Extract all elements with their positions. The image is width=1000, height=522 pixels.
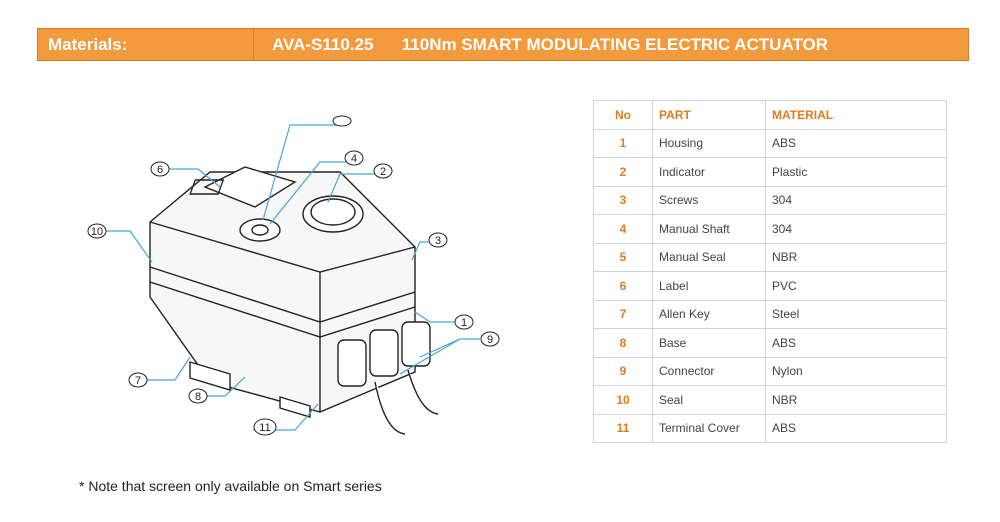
table-row: 8 Base ABS xyxy=(593,328,947,358)
leader-1 xyxy=(414,311,455,323)
row-no: 10 xyxy=(593,385,653,415)
leader-7 xyxy=(145,356,191,381)
row-no: 3 xyxy=(593,185,653,215)
leader-2 xyxy=(327,173,375,203)
table-header-row: No PART MATERIAL xyxy=(593,100,947,130)
row-part: Housing xyxy=(652,128,766,158)
actuator-drawing: 6 4 2 3 10 1 9 7 8 11 xyxy=(87,115,500,436)
row-material: ABS xyxy=(765,413,947,443)
table-row: 3 Screws 304 xyxy=(593,185,947,215)
callout-3: 3 xyxy=(435,235,441,247)
col-no: No xyxy=(593,100,653,130)
col-part: PART xyxy=(652,100,766,130)
table-row: 9 Connector Nylon xyxy=(593,356,947,386)
row-material: PVC xyxy=(765,271,947,301)
leader-5 xyxy=(262,124,340,221)
row-material: Plastic xyxy=(765,157,947,187)
row-part: Allen Key xyxy=(652,299,766,329)
table-row: 1 Housing ABS xyxy=(593,128,947,158)
materials-table: No PART MATERIAL 1 Housing ABS 2 Indicat… xyxy=(593,100,947,443)
row-part: Indicator xyxy=(652,157,766,187)
leader-6 xyxy=(165,168,221,188)
header-label: Materials: xyxy=(38,29,254,60)
row-material: ABS xyxy=(765,328,947,358)
leader-10 xyxy=(106,230,153,263)
table-row: 10 Seal NBR xyxy=(593,385,947,415)
materials-header: Materials: AVA-S110.25 110Nm SMART MODUL… xyxy=(37,28,969,61)
leader-3 xyxy=(411,241,430,261)
row-part: Screws xyxy=(652,185,766,215)
row-part: Terminal Cover xyxy=(652,413,766,443)
callout-6: 6 xyxy=(157,164,163,176)
table-row: 4 Manual Shaft 304 xyxy=(593,214,947,244)
table-row: 5 Manual Seal NBR xyxy=(593,242,947,272)
row-material: NBR xyxy=(765,242,947,272)
row-part: Connector xyxy=(652,356,766,386)
row-no: 7 xyxy=(593,299,653,329)
footnote: * Note that screen only available on Sma… xyxy=(79,478,382,494)
row-no: 4 xyxy=(593,214,653,244)
leader-4 xyxy=(269,161,354,225)
callout-10: 10 xyxy=(91,226,103,238)
callout-2: 2 xyxy=(380,166,386,178)
row-material: Steel xyxy=(765,299,947,329)
leader-9 xyxy=(399,338,480,375)
row-part: Base xyxy=(652,328,766,358)
table-row: 11 Terminal Cover ABS xyxy=(593,413,947,443)
row-part: Manual Seal xyxy=(652,242,766,272)
row-no: 2 xyxy=(593,157,653,187)
row-no: 6 xyxy=(593,271,653,301)
row-no: 1 xyxy=(593,128,653,158)
table-row: 2 Indicator Plastic xyxy=(593,157,947,187)
row-part: Label xyxy=(652,271,766,301)
header-title: AVA-S110.25 110Nm SMART MODULATING ELECT… xyxy=(272,35,829,54)
row-no: 9 xyxy=(593,356,653,386)
row-material: 304 xyxy=(765,185,947,215)
row-part: Manual Shaft xyxy=(652,214,766,244)
row-material: NBR xyxy=(765,385,947,415)
table-row: 7 Allen Key Steel xyxy=(593,299,947,329)
col-material: MATERIAL xyxy=(765,100,947,130)
callout-4: 4 xyxy=(351,153,357,165)
table-row: 6 Label PVC xyxy=(593,271,947,301)
row-part: Seal xyxy=(652,385,766,415)
callout-9: 9 xyxy=(487,334,493,346)
callout-8: 8 xyxy=(195,391,201,403)
callout-7: 7 xyxy=(135,375,141,387)
row-material: Nylon xyxy=(765,356,947,386)
row-material: 304 xyxy=(765,214,947,244)
row-material: ABS xyxy=(765,128,947,158)
callout-11: 11 xyxy=(259,422,270,434)
row-no: 8 xyxy=(593,328,653,358)
actuator-diagram: 6 4 2 3 10 1 9 7 8 11 xyxy=(70,112,520,452)
callout-1: 1 xyxy=(461,317,467,329)
row-no: 11 xyxy=(593,413,653,443)
row-no: 5 xyxy=(593,242,653,272)
